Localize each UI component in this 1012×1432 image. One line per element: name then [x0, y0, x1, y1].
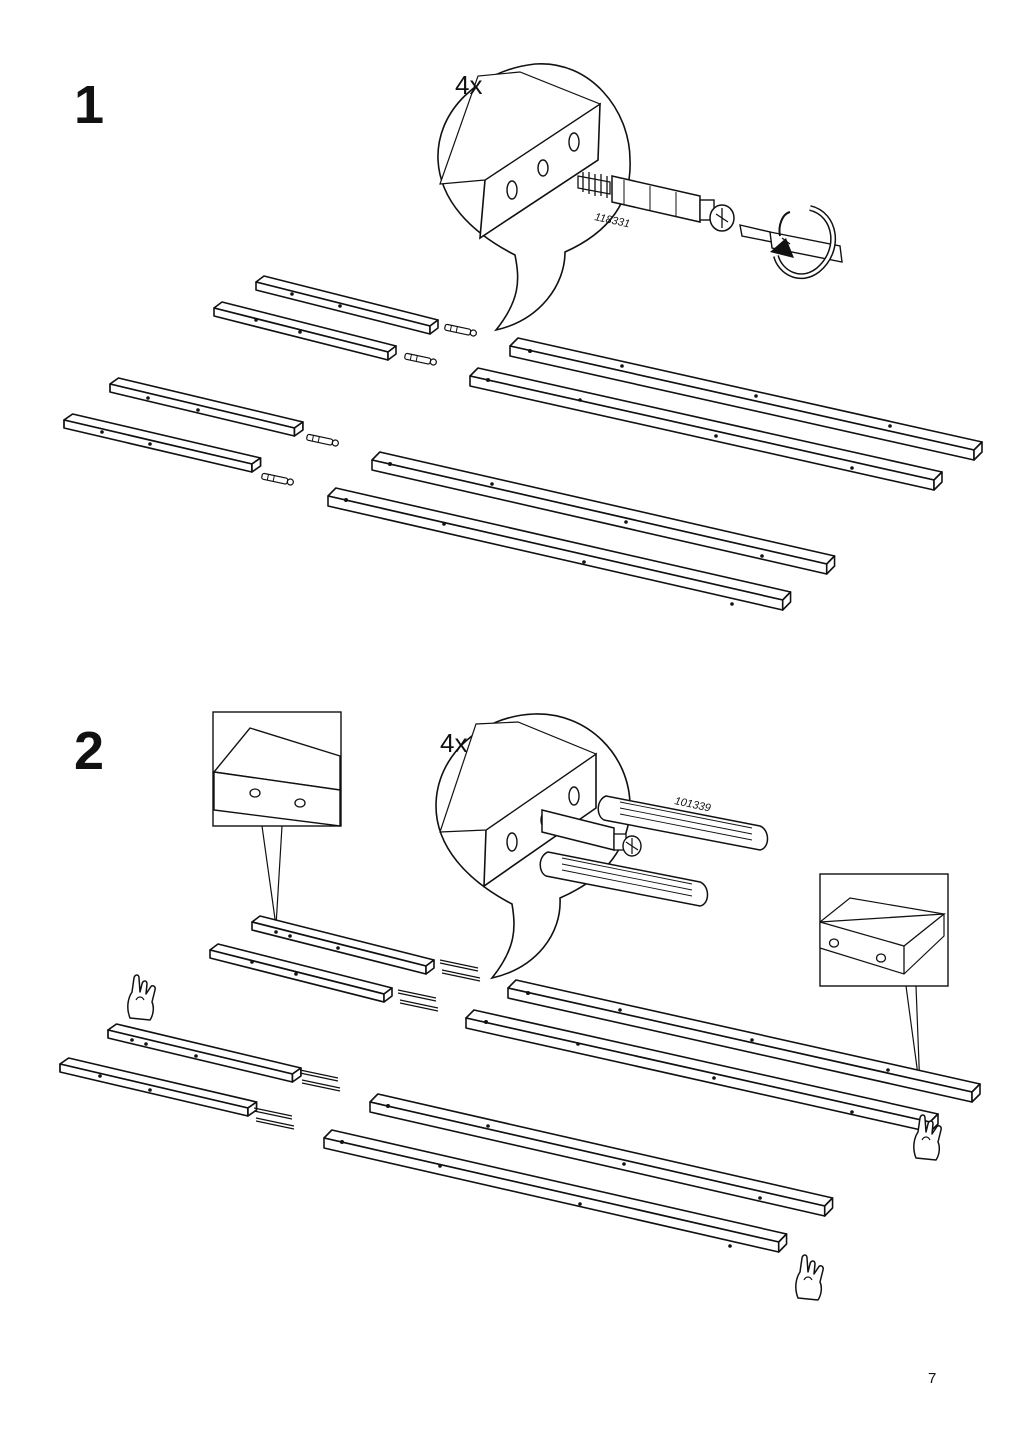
step1-detail-magnifier: [437, 63, 631, 332]
step1-quantity: 4x: [455, 70, 482, 100]
step2-long-planks: [323, 979, 981, 1253]
rotate-clockwise-icon: [770, 205, 837, 279]
step2-short-planks: [59, 915, 481, 1130]
screwdriver-icon: [739, 224, 843, 263]
step1-long-planks: [327, 337, 983, 611]
step1-short-planks: [63, 275, 478, 487]
step2-edge-detail-right: [819, 873, 949, 1091]
step2-edge-detail-left: [212, 711, 342, 927]
dowel-icon: [539, 795, 769, 907]
screw-icon: [577, 172, 735, 232]
step2-screw-icon: [541, 809, 642, 857]
step-number-1: 1: [74, 75, 105, 135]
step2-quantity: 4x: [440, 728, 467, 758]
step-number-2: 2: [74, 721, 105, 781]
page-number: 7: [928, 1370, 937, 1387]
